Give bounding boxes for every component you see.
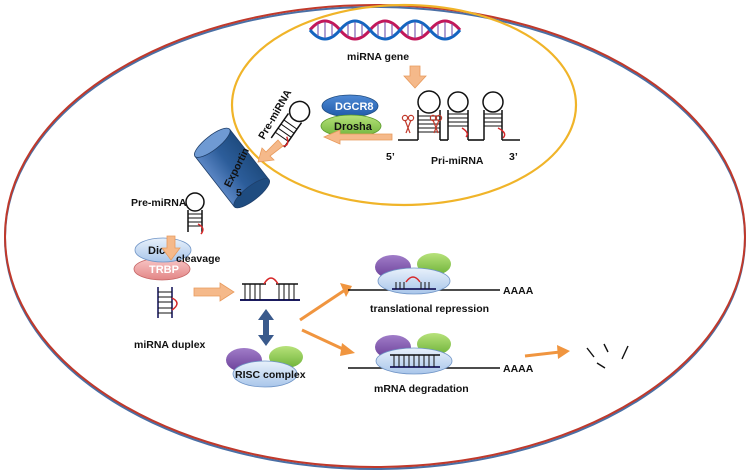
cleavage-label: cleavage <box>176 253 221 265</box>
arrow-drosha-to-pre <box>323 129 393 145</box>
nucleus <box>230 3 578 207</box>
arrow-gene-to-pri <box>403 65 427 89</box>
drosha-label: Drosha <box>334 121 373 133</box>
pre-mirna-hairpin-cytoplasm <box>185 192 205 235</box>
arrow-dicer-cleavage <box>161 235 181 261</box>
trbp-label: TRBP <box>149 264 179 276</box>
five-prime-label: 5’ <box>386 151 395 163</box>
dgcr8-label: DGCR8 <box>335 101 374 113</box>
scissors-icon-2 <box>429 114 443 134</box>
risc-complex-icon <box>226 346 303 388</box>
bidirectional-arrow <box>258 309 274 346</box>
mirna-duplex-icon <box>157 287 178 318</box>
cell-membrane-outer <box>4 4 746 468</box>
arrow-to-degradation <box>301 328 346 352</box>
pre-mirna-cytoplasm-label: Pre-miRNA <box>131 197 187 209</box>
repression-complex-icon <box>348 253 500 295</box>
arrow-to-fragments-head <box>557 345 570 359</box>
arrow-to-degradation-head <box>340 343 355 356</box>
pre-mirna-hairpin-nucleus <box>270 100 311 148</box>
scissors-icon-1 <box>401 114 415 134</box>
arrow-duplex-to-risc <box>193 282 235 302</box>
pri-mirna-label: Pri-miRNA <box>431 155 484 167</box>
dna-helix-icon <box>308 19 462 41</box>
polya-tail-top: AAAA <box>503 285 534 297</box>
arrow-pre-to-exportin <box>257 139 284 163</box>
arrow-to-fragments <box>524 350 561 358</box>
mirna-gene-label: miRNA gene <box>347 51 409 63</box>
pri-mirna-structure <box>398 90 520 141</box>
exportin-5-channel <box>194 127 270 209</box>
mrna-degradation-label: mRNA degradation <box>374 383 469 395</box>
degradation-complex-icon <box>348 333 500 375</box>
unwound-duplex-icon <box>240 277 300 301</box>
polya-tail-bottom: AAAA <box>503 363 534 375</box>
exportin-number-label: 5 <box>236 187 242 199</box>
three-prime-label: 3’ <box>509 151 518 163</box>
arrow-to-repression-head <box>340 283 352 297</box>
arrow-to-repression <box>299 288 346 322</box>
degraded-fragments-icon <box>586 343 629 369</box>
translational-repression-label: translational repression <box>370 303 489 315</box>
mirna-duplex-label: miRNA duplex <box>134 339 206 351</box>
risc-complex-label: RISC complex <box>235 369 306 381</box>
cell-membrane-inner <box>4 6 746 470</box>
